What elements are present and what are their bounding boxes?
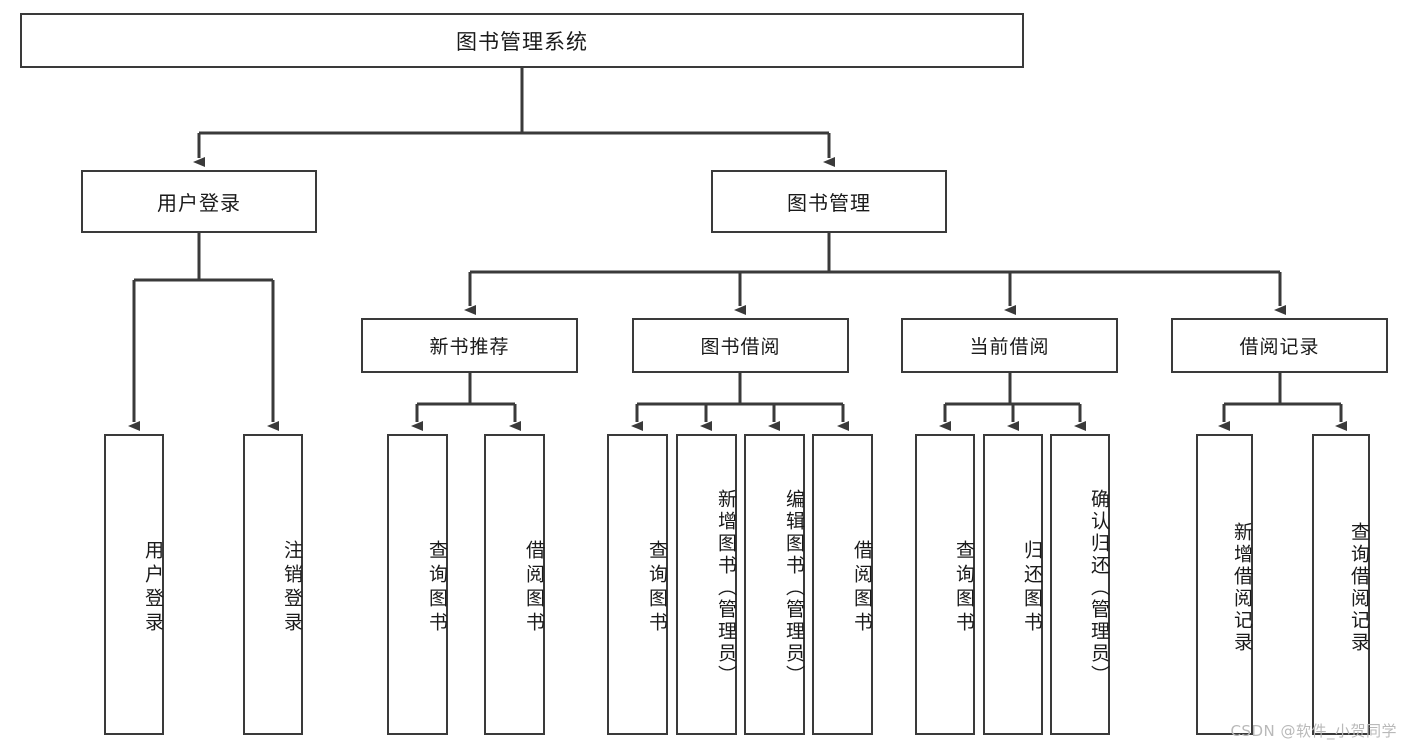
node-current-borrow[interactable]: 当前借阅 <box>901 318 1118 373</box>
node-book-borrow[interactable]: 图书借阅 <box>632 318 849 373</box>
leaf-user-login[interactable]: 用户登录 <box>104 434 164 735</box>
leaf-query-borrow-record[interactable]: 查询借阅记录 <box>1312 434 1370 735</box>
node-new-book-recommend[interactable]: 新书推荐 <box>361 318 578 373</box>
watermark: CSDN @软件_小贺同学 <box>1230 722 1397 740</box>
leaf-borrow-books-recommend[interactable]: 借阅图书 <box>484 434 545 735</box>
leaf-return-books[interactable]: 归还图书 <box>983 434 1043 735</box>
node-user-login[interactable]: 用户登录 <box>81 170 317 233</box>
leaf-query-books-borrow[interactable]: 查询图书 <box>607 434 668 735</box>
leaf-logout[interactable]: 注销登录 <box>243 434 303 735</box>
leaf-edit-book-admin[interactable]: 编辑图书（管理员） <box>744 434 805 735</box>
leaf-confirm-return-admin[interactable]: 确认归还（管理员） <box>1050 434 1110 735</box>
leaf-borrow-books[interactable]: 借阅图书 <box>812 434 873 735</box>
node-root[interactable]: 图书管理系统 <box>20 13 1024 68</box>
leaf-query-books-recommend[interactable]: 查询图书 <box>387 434 448 735</box>
node-book-management[interactable]: 图书管理 <box>711 170 947 233</box>
leaf-query-books-current[interactable]: 查询图书 <box>915 434 975 735</box>
leaf-add-borrow-record[interactable]: 新增借阅记录 <box>1196 434 1253 735</box>
leaf-add-book-admin[interactable]: 新增图书（管理员） <box>676 434 737 735</box>
node-borrow-records[interactable]: 借阅记录 <box>1171 318 1388 373</box>
